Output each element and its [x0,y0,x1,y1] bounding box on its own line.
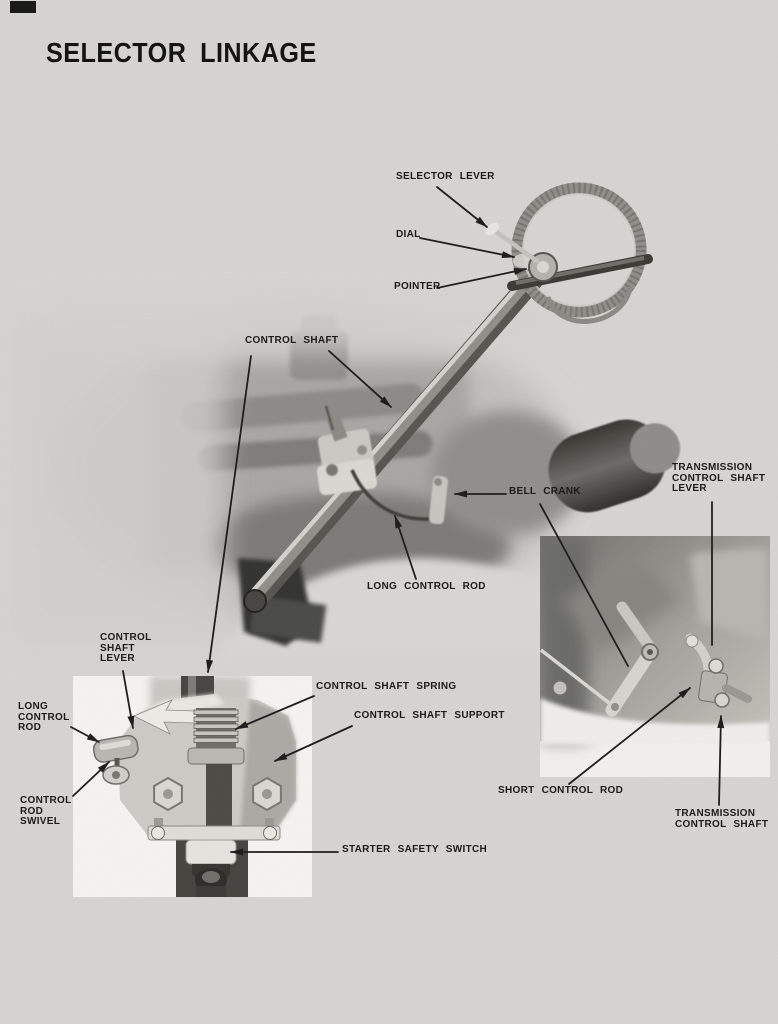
label-control-shaft-lever: CONTROL SHAFT LEVER [100,632,152,664]
label-starter-safety-switch: STARTER SAFETY SWITCH [342,844,488,855]
label-transmission-control-shaft: TRANSMISSION CONTROL SHAFT [675,808,769,830]
label-long-control-rod-inset: LONG CONTROL ROD [18,701,70,733]
page-title: SELECTOR LINKAGE [46,37,317,68]
left-inset-photo [73,676,312,897]
label-control-shaft: CONTROL SHAFT [245,335,339,346]
label-pointer: POINTER [394,281,441,292]
label-dial: DIAL [396,229,421,240]
print-mark [10,1,36,13]
label-bell-crank: BELL CRANK [509,486,581,497]
right-inset-photo [540,536,770,777]
label-control-shaft-spring: CONTROL SHAFT SPRING [316,681,457,692]
label-control-shaft-support: CONTROL SHAFT SUPPORT [354,710,505,721]
label-long-control-rod: LONG CONTROL ROD [367,581,486,592]
label-transmission-control-shaft-lever: TRANSMISSION CONTROL SHAFT LEVER [672,462,766,494]
label-short-control-rod: SHORT CONTROL ROD [498,785,624,796]
control-shaft-spring-art [187,708,245,765]
label-control-rod-swivel: CONTROL ROD SWIVEL [20,795,72,827]
label-selector-lever: SELECTOR LEVER [396,171,495,182]
